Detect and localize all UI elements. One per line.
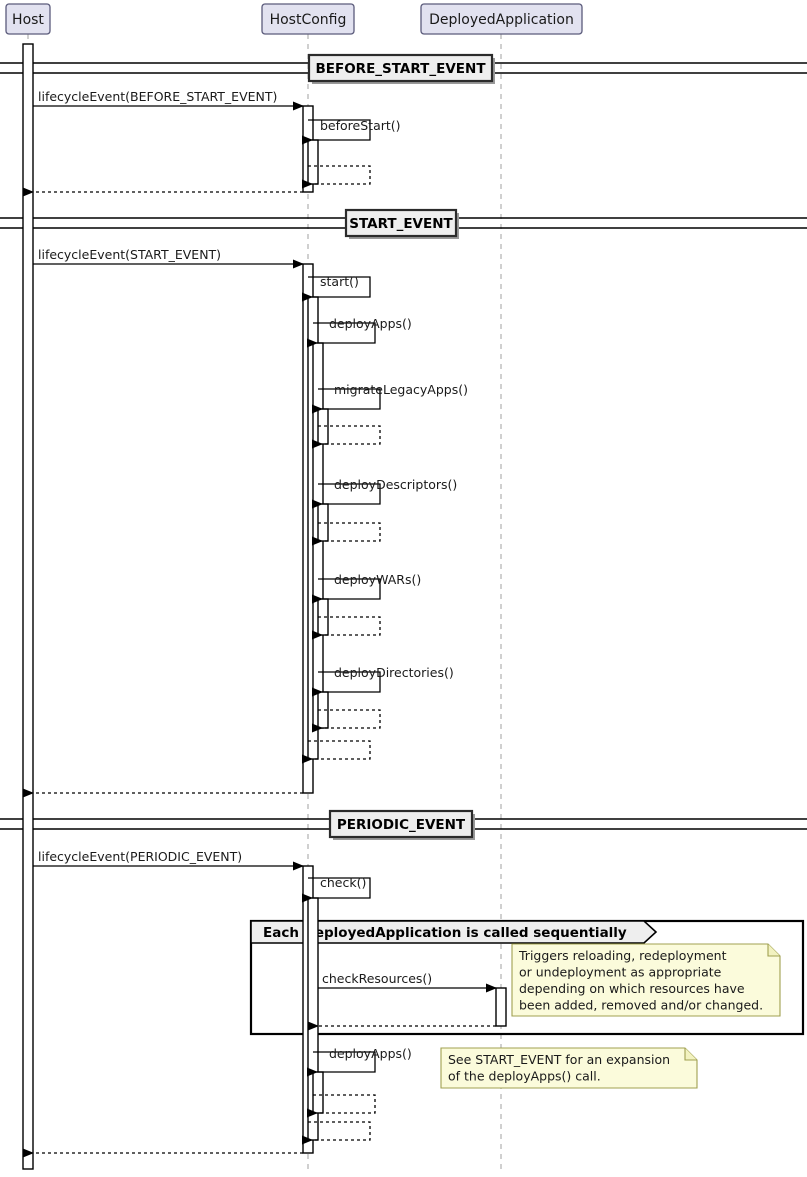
participant-deploy[interactable]: DeployedApplication [420,3,583,35]
note-line: depending on which resources have [519,981,745,996]
message-m1: lifecycleEvent(BEFORE_START_EVENT) [33,89,304,111]
participant-config[interactable]: HostConfig [261,3,355,35]
message-m22: deployApps() [307,1046,412,1077]
message-m9 [312,425,381,449]
message-m16 [302,740,371,764]
note-line: of the deployApps() call. [448,1069,601,1084]
message-m7: deployApps() [307,316,412,348]
message-m5: lifecycleEvent(START_EVENT) [33,247,304,269]
message-label: start() [320,274,359,289]
message-label: deployApps() [329,1046,412,1061]
message-label: deployDescriptors() [334,477,457,492]
note-line: See START_EVENT for an expansion [448,1052,670,1067]
activations-layer [22,43,507,1170]
message-label: lifecycleEvent(BEFORE_START_EVENT) [38,89,277,104]
message-m20: checkResources() [318,971,497,993]
message-m6: start() [302,274,371,302]
message-label: migrateLegacyApps() [334,382,468,397]
participant-label: Host [12,12,44,28]
message-label: deployDirectories() [334,665,454,680]
message-label: lifecycleEvent(PERIODIC_EVENT) [38,849,242,864]
message-label: beforeStart() [320,118,401,133]
note-line: Triggers reloading, redeployment [518,948,727,963]
participant-host[interactable]: Host [5,3,51,35]
participant-label: HostConfig [270,12,347,28]
note-n1: Triggers reloading, redeployment or undep… [511,943,781,1017]
message-label: checkResources() [322,971,432,986]
participants-layer: Host HostConfig DeployedApplication [5,3,583,35]
message-m8: migrateLegacyApps() [312,382,468,414]
message-m18: lifecycleEvent(PERIODIC_EVENT) [33,849,304,871]
note-line: been added, removed and/or changed. [519,998,763,1013]
message-label: deployWARs() [334,572,421,587]
message-m24 [302,1121,371,1145]
note-line: or undeployment as appropriate [519,965,722,980]
lifelines-layer [27,34,502,1169]
groups-layer: Each DeployedApplication is called seque… [249,919,805,1036]
message-label: deployApps() [329,316,412,331]
divider-label: BEFORE_START_EVENT [315,61,486,77]
divider-label: PERIODIC_EVENT [337,817,466,833]
notes-layer: Triggers reloading, redeployment or undep… [440,943,781,1089]
message-label: lifecycleEvent(START_EVENT) [38,247,221,262]
participant-label: DeployedApplication [429,12,574,28]
messages-layer: lifecycleEvent(BEFORE_START_EVENT)before… [23,89,497,1158]
message-m12: deployWARs() [312,572,421,604]
activation-bar-config [307,139,319,185]
message-m19: check() [302,875,371,903]
activation-bar-deploy [495,987,507,1027]
message-label: check() [320,875,366,890]
message-m10: deployDescriptors() [312,477,457,509]
divider-periodic-event: PERIODIC_EVENT [0,809,807,840]
message-m2: beforeStart() [302,118,401,145]
message-m15 [312,709,381,733]
message-m13 [312,616,381,640]
message-m23 [307,1094,376,1118]
note-n2: See START_EVENT for an expansion of the d… [440,1047,698,1089]
group-label: Each DeployedApplication is called seque… [263,925,627,941]
message-m11 [312,522,381,546]
divider-start-event: START_EVENT [0,208,807,239]
message-m3 [302,165,371,189]
dividers-layer: BEFORE_START_EVENT START_EVENT PERIODIC_EV… [0,53,807,840]
activation-bar-host [22,43,34,1170]
group-frame: Each DeployedApplication is called seque… [249,919,805,1036]
divider-before-start-event: BEFORE_START_EVENT [0,53,807,84]
activation-bar-config [312,1071,324,1114]
message-m14: deployDirectories() [312,665,454,697]
divider-label: START_EVENT [349,216,453,232]
